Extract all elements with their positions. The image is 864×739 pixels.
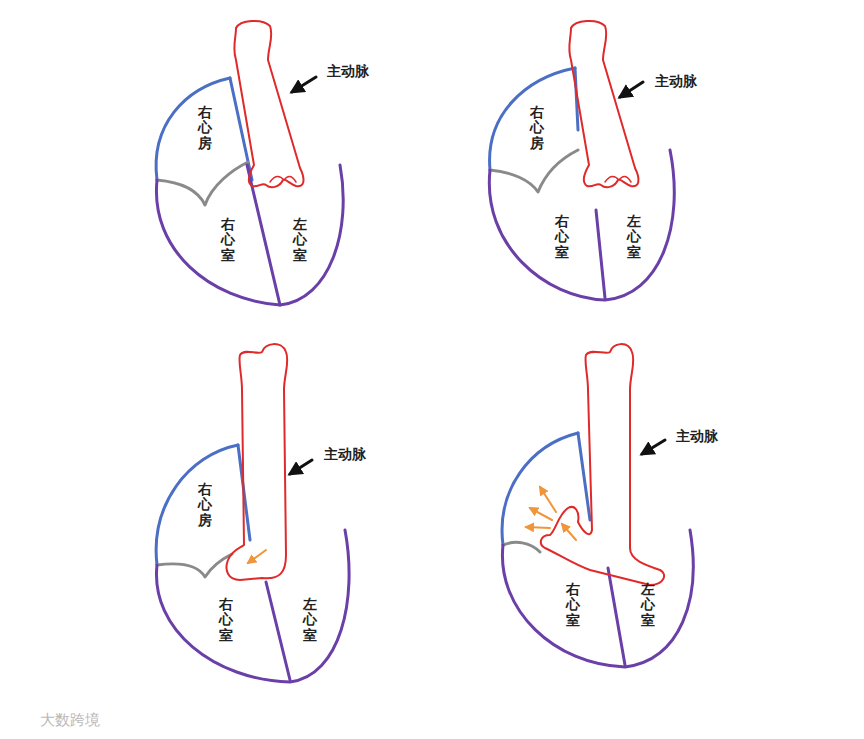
chamber-label: 右心室 bbox=[219, 597, 233, 643]
chamber-label: 左心室 bbox=[627, 214, 641, 260]
chamber-label: 右心房 bbox=[530, 105, 544, 151]
watermark: 大数跨境 bbox=[40, 711, 100, 730]
vessel-label: 主动脉 bbox=[327, 63, 369, 81]
chamber-label: 右心房 bbox=[198, 482, 212, 528]
vessel-label: 主动脉 bbox=[655, 73, 697, 91]
heart-panel-2 bbox=[489, 21, 674, 300]
vessel-label: 主动脉 bbox=[324, 446, 366, 464]
chamber-label: 左心室 bbox=[303, 597, 317, 643]
heart-panel-3 bbox=[156, 344, 349, 682]
heart-panel-4 bbox=[502, 344, 693, 667]
vessel-label: 主动脉 bbox=[676, 428, 718, 446]
chamber-label: 左心室 bbox=[641, 582, 655, 628]
chamber-label: 右心室 bbox=[566, 582, 580, 628]
chamber-label: 右心房 bbox=[198, 105, 212, 151]
heart-panel-1 bbox=[156, 21, 343, 305]
chamber-label: 左心室 bbox=[293, 217, 307, 263]
chamber-label: 右心室 bbox=[221, 217, 235, 263]
chamber-label: 右心室 bbox=[555, 214, 569, 260]
